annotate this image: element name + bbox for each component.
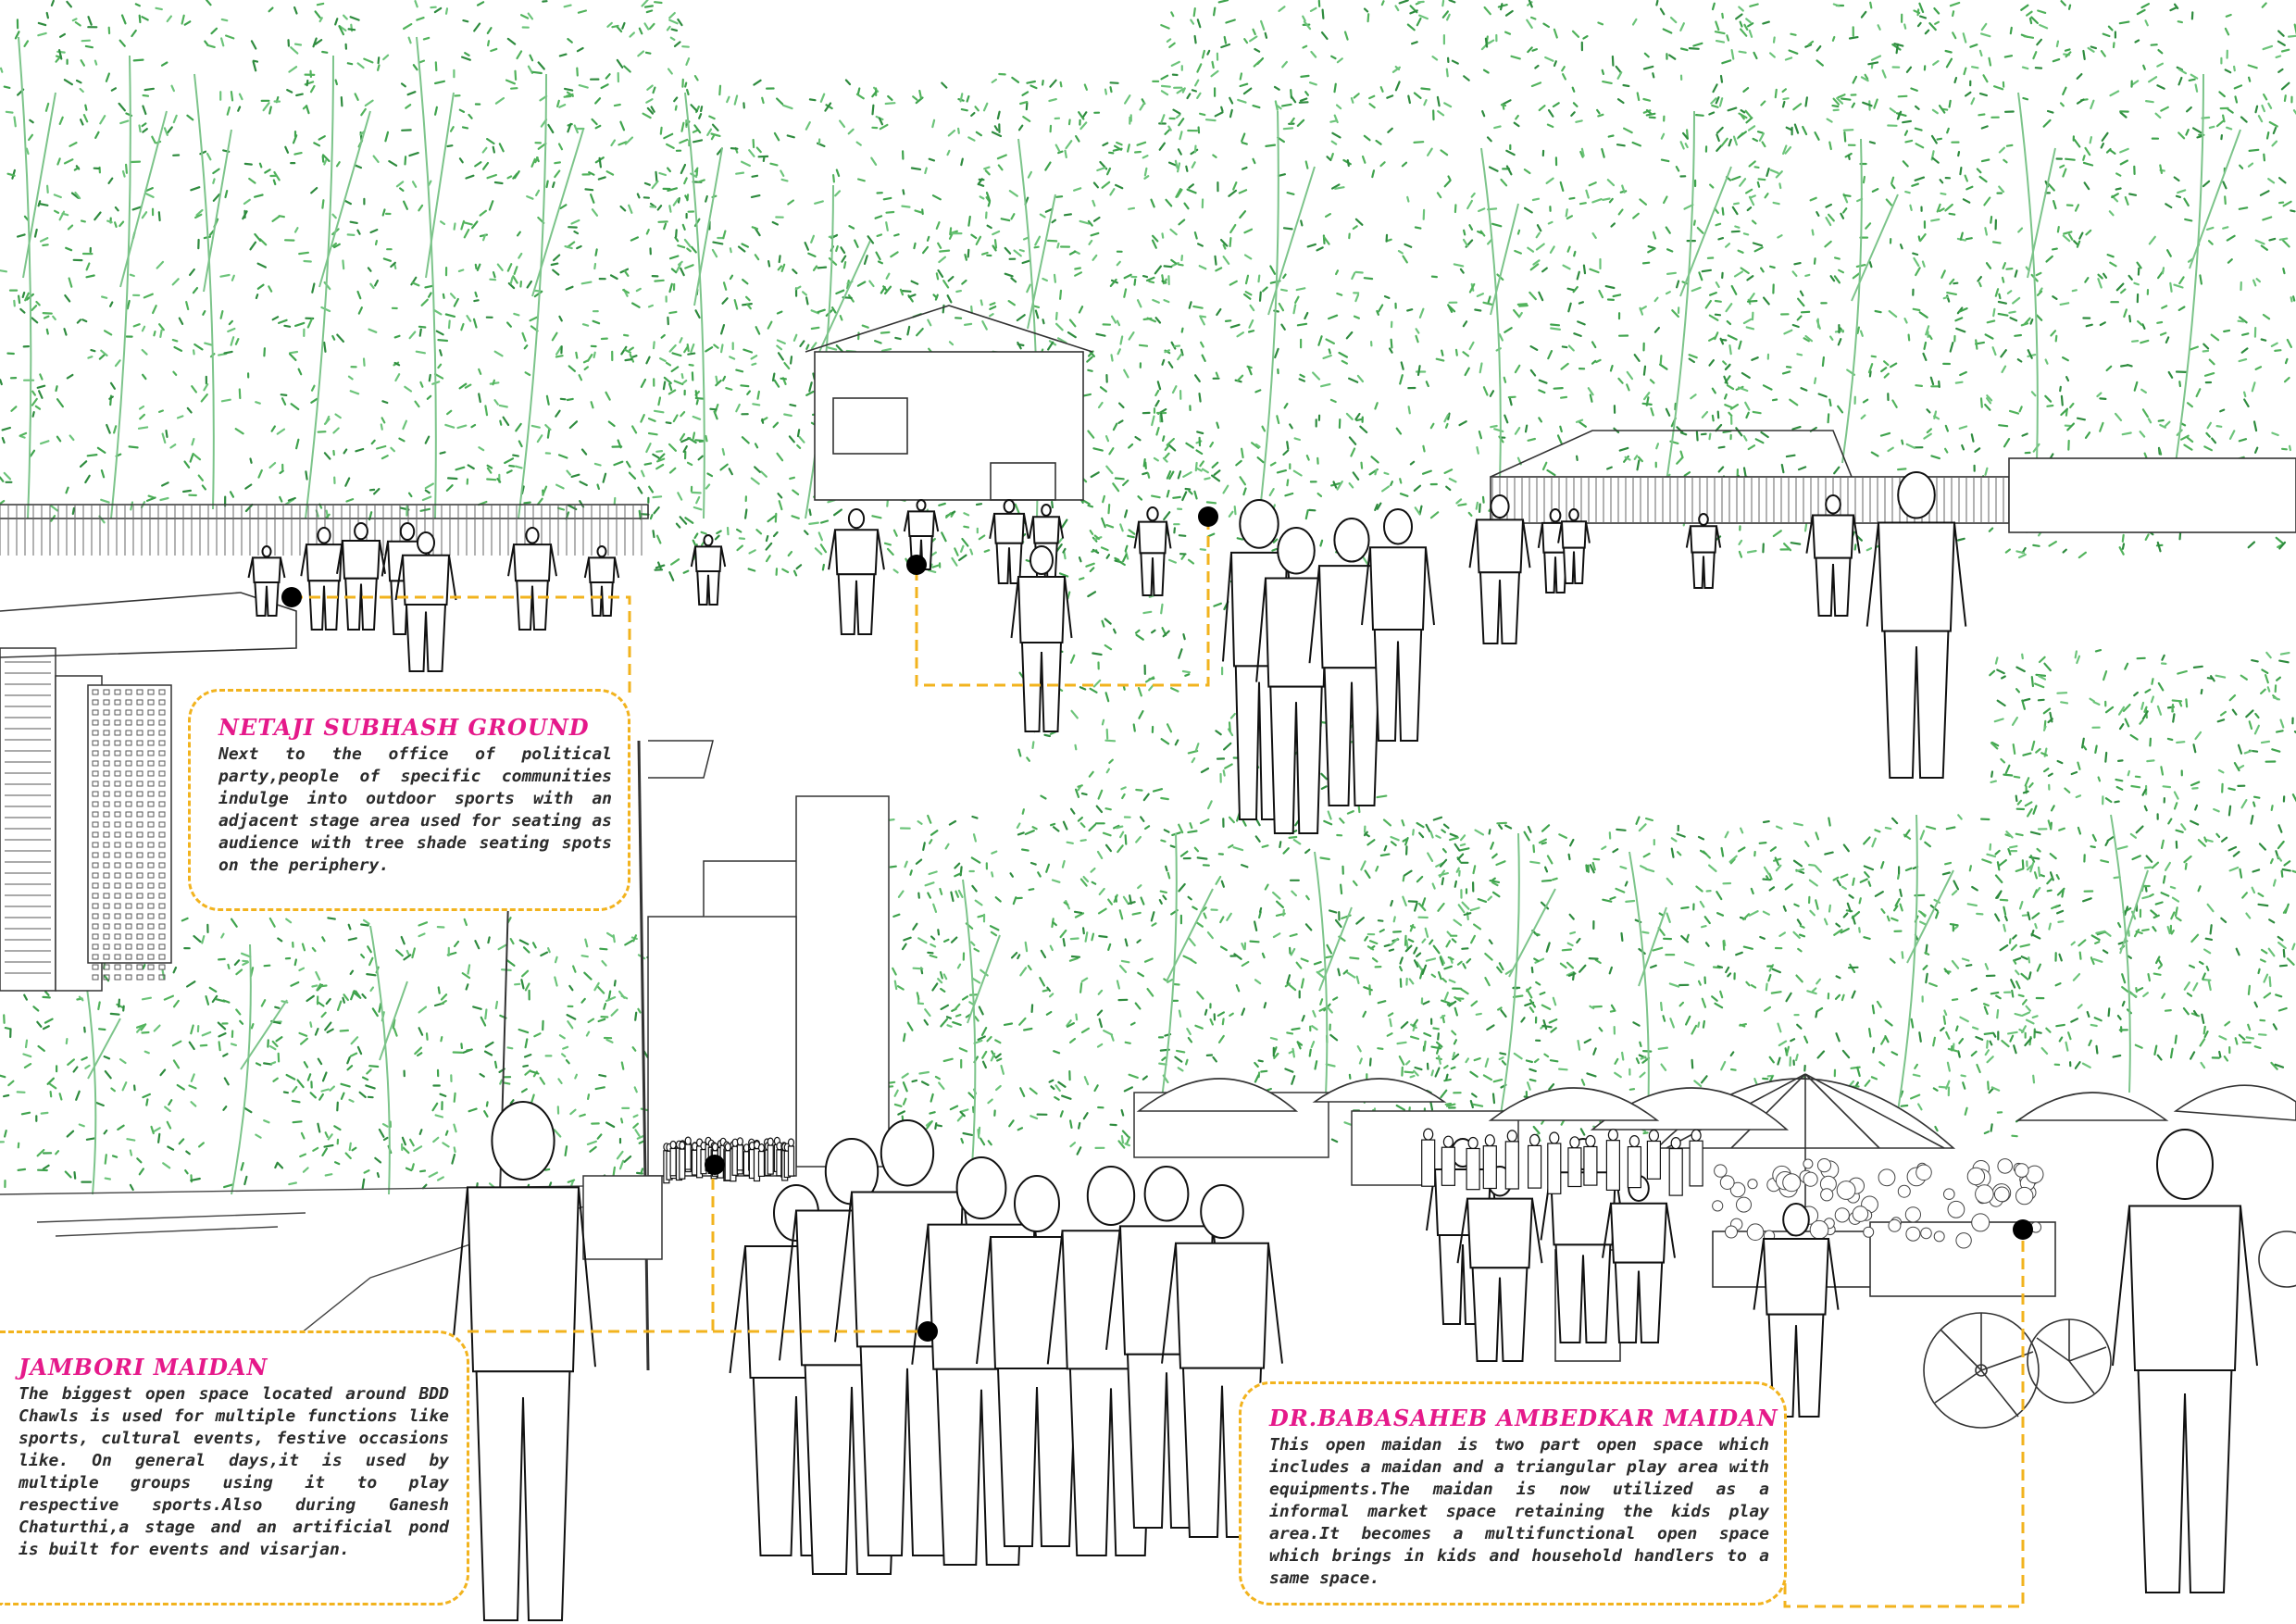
ambedkar-maidan-title: DR.BABASAHEB AMBEDKAR MAIDAN [1269,1405,1778,1431]
distant-crowd [663,1128,1703,1196]
ambedkar-maidan-callout: DR.BABASAHEB AMBEDKAR MAIDAN This open m… [1239,1381,1787,1605]
marker-netaji-center [906,555,927,575]
ambedkar-maidan-description: This open maidan is two part open space … [1269,1435,1769,1588]
jambori-maidan-callout: JAMBORI MAIDAN The biggest open space lo… [0,1330,469,1605]
person-figure [1010,545,1073,732]
location-markers [281,506,2033,1342]
person-figure [1866,471,1967,779]
person-figure [394,531,457,672]
person-figure [989,499,1029,584]
person-figure [976,1175,1098,1547]
marker-jambori-crowd [705,1155,725,1175]
jambori-maidan-title: JAMBORI MAIDAN [19,1354,268,1380]
jambori-maidan-description: The biggest open space located around BD… [19,1384,449,1559]
person-figure [1255,527,1337,834]
person-figure [583,545,620,617]
person-figure [1805,494,1861,617]
people-figures [247,471,2258,1621]
person-figure [450,1101,596,1621]
person-figure [336,522,386,631]
person-figure [247,545,286,617]
person-figure [1685,513,1722,589]
person-figure [828,508,885,635]
person-figure [690,534,727,606]
leader-lines [292,512,2025,1608]
high-rise-buildings [0,647,172,992]
person-figure [300,527,348,631]
person-figure [2112,1129,2258,1593]
person-figure [1557,508,1591,584]
person-figure [1456,1166,1543,1362]
tree-trunks [18,36,2241,1195]
netaji-subhash-callout: NETAJI SUBHASH GROUND Next to the office… [188,689,630,911]
netaji-subhash-description: Next to the office of political party,pe… [218,744,612,875]
marker-netaji-stage [1198,506,1218,527]
person-figure [507,527,557,631]
netaji-subhash-title: NETAJI SUBHASH GROUND [218,714,590,741]
person-figure [1468,494,1531,644]
person-figure [1133,506,1172,596]
marker-jambori-center [917,1321,938,1342]
marker-ambedkar-market [2013,1219,2033,1240]
person-figure [1361,508,1435,742]
person-figure [1753,1203,1840,1418]
marker-netaji-seating [281,587,302,607]
